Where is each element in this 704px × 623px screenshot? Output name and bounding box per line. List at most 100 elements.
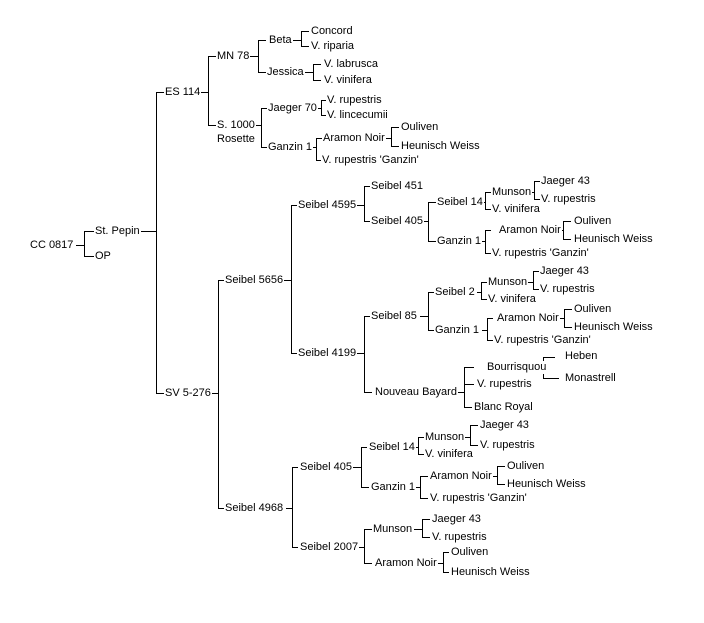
connector-line bbox=[543, 378, 559, 379]
node-label-mn78: MN 78 bbox=[216, 50, 251, 63]
node-label-seibel451: Seibel 451 bbox=[370, 180, 424, 193]
node-label-seibel4199: Seibel 4199 bbox=[297, 347, 358, 360]
connector-line bbox=[414, 529, 422, 530]
node-label-v-rupestris-ganzin: V. rupestris 'Ganzin' bbox=[493, 334, 592, 347]
connector-line bbox=[156, 92, 157, 394]
node-label-v-labrusca: V. labrusca bbox=[323, 58, 380, 71]
connector-line bbox=[391, 146, 399, 147]
node-label-ouliven: Ouliven bbox=[573, 215, 613, 228]
connector-line bbox=[443, 552, 449, 553]
node-label-aramon-noir: Aramon Noir bbox=[429, 470, 493, 483]
connector-line bbox=[485, 230, 491, 231]
connector-line bbox=[497, 466, 498, 485]
node-label-munson: Munson bbox=[487, 276, 529, 289]
connector-line bbox=[422, 537, 430, 538]
connector-line bbox=[258, 40, 266, 41]
connector-line bbox=[428, 241, 436, 242]
node-label-seibel4968: Seibel 4968 bbox=[224, 502, 285, 515]
connector-line bbox=[210, 393, 218, 394]
node-label-bourrisquou: Bourrisquou bbox=[486, 361, 548, 374]
connector-line bbox=[428, 202, 436, 203]
node-label-seibel405: Seibel 405 bbox=[370, 215, 424, 228]
connector-line bbox=[428, 202, 429, 242]
node-label-jaeger70: Jaeger 70 bbox=[267, 102, 318, 115]
connector-line bbox=[477, 292, 481, 293]
connector-line bbox=[418, 437, 424, 438]
connector-line bbox=[428, 292, 429, 331]
connector-line bbox=[364, 563, 372, 564]
connector-line bbox=[487, 318, 488, 341]
connector-line bbox=[563, 239, 571, 240]
connector-line bbox=[482, 330, 487, 331]
node-label-seibel14: Seibel 14 bbox=[368, 441, 416, 454]
node-label-ouliven: Ouliven bbox=[400, 121, 440, 134]
connector-line bbox=[564, 327, 572, 328]
connector-line bbox=[292, 547, 298, 548]
connector-line bbox=[364, 529, 365, 564]
connector-line bbox=[564, 309, 565, 328]
connector-line bbox=[558, 318, 564, 319]
node-label-heunisch-weiss: Heunisch Weiss bbox=[506, 478, 587, 491]
node-label-munson: Munson bbox=[491, 186, 533, 199]
node-label-v-rupestris: V. rupestris bbox=[479, 439, 536, 452]
node-label-monastrell: Monastrell bbox=[564, 372, 617, 385]
connector-line bbox=[485, 192, 491, 193]
node-label-aramon-noir: Aramon Noir bbox=[498, 224, 562, 237]
connector-line bbox=[480, 241, 485, 242]
connector-line bbox=[485, 192, 486, 210]
connector-line bbox=[458, 392, 464, 393]
connector-line bbox=[364, 186, 365, 222]
node-label-v-rupestris-ganzin: V. rupestris 'Ganzin' bbox=[321, 154, 420, 167]
node-label-seibel2: Seibel 2 bbox=[434, 286, 476, 299]
node-label-jessica: Jessica bbox=[266, 66, 305, 79]
node-label-jaeger43: Jaeger 43 bbox=[431, 513, 482, 526]
connector-line bbox=[313, 64, 314, 81]
connector-line bbox=[156, 393, 164, 394]
node-label-v-vinifera: V. vinifera bbox=[491, 203, 541, 216]
connector-line bbox=[534, 199, 540, 200]
connector-line bbox=[313, 80, 321, 81]
node-label-nouveau-bayard: Nouveau Bayard bbox=[374, 386, 458, 399]
node-label-rosette: Rosette bbox=[216, 133, 256, 146]
connector-line bbox=[321, 115, 327, 116]
node-label-sv5276: SV 5-276 bbox=[164, 387, 212, 400]
connector-line bbox=[364, 316, 370, 317]
node-label-seibel405: Seibel 405 bbox=[299, 461, 353, 474]
connector-line bbox=[418, 437, 419, 455]
node-label-blanc-royal: Blanc Royal bbox=[473, 401, 534, 414]
node-label-aramon-noir: Aramon Noir bbox=[322, 132, 386, 145]
connector-line bbox=[464, 384, 474, 385]
connector-line bbox=[353, 467, 361, 468]
connector-line bbox=[261, 147, 267, 148]
node-label-v-lincecumii: V. lincecumii bbox=[326, 109, 389, 122]
connector-line bbox=[422, 519, 423, 538]
connector-line bbox=[443, 552, 444, 573]
connector-line bbox=[525, 282, 533, 283]
node-label-v-rupestris: V. rupestris bbox=[539, 283, 596, 296]
node-label-v-rupestris: V. rupestris bbox=[431, 531, 488, 544]
node-label-v-vinifera: V. vinifera bbox=[323, 74, 373, 87]
connector-line bbox=[301, 46, 309, 47]
node-label-aramon-noir: Aramon Noir bbox=[374, 557, 438, 570]
connector-line bbox=[364, 392, 372, 393]
connector-line bbox=[286, 508, 292, 509]
node-label-seibel85: Seibel 85 bbox=[370, 310, 418, 323]
connector-line bbox=[316, 160, 322, 161]
connector-line bbox=[218, 508, 224, 509]
node-label-jaeger43: Jaeger 43 bbox=[479, 419, 530, 432]
node-label-seibel2007: Seibel 2007 bbox=[299, 541, 360, 554]
connector-line bbox=[533, 289, 539, 290]
connector-line bbox=[301, 31, 309, 32]
node-label-es114: ES 114 bbox=[164, 86, 202, 99]
connector-line bbox=[420, 476, 421, 499]
connector-line bbox=[481, 282, 482, 300]
node-label-munson: Munson bbox=[372, 523, 414, 536]
node-label-heben: Heben bbox=[564, 350, 599, 363]
connector-line bbox=[218, 280, 224, 281]
connector-line bbox=[301, 31, 302, 47]
connector-line bbox=[208, 56, 209, 126]
connector-line bbox=[464, 407, 472, 408]
node-label-ganzin1: Ganzin 1 bbox=[267, 141, 314, 154]
node-label-v-rupestris: V. rupestris bbox=[476, 378, 533, 391]
